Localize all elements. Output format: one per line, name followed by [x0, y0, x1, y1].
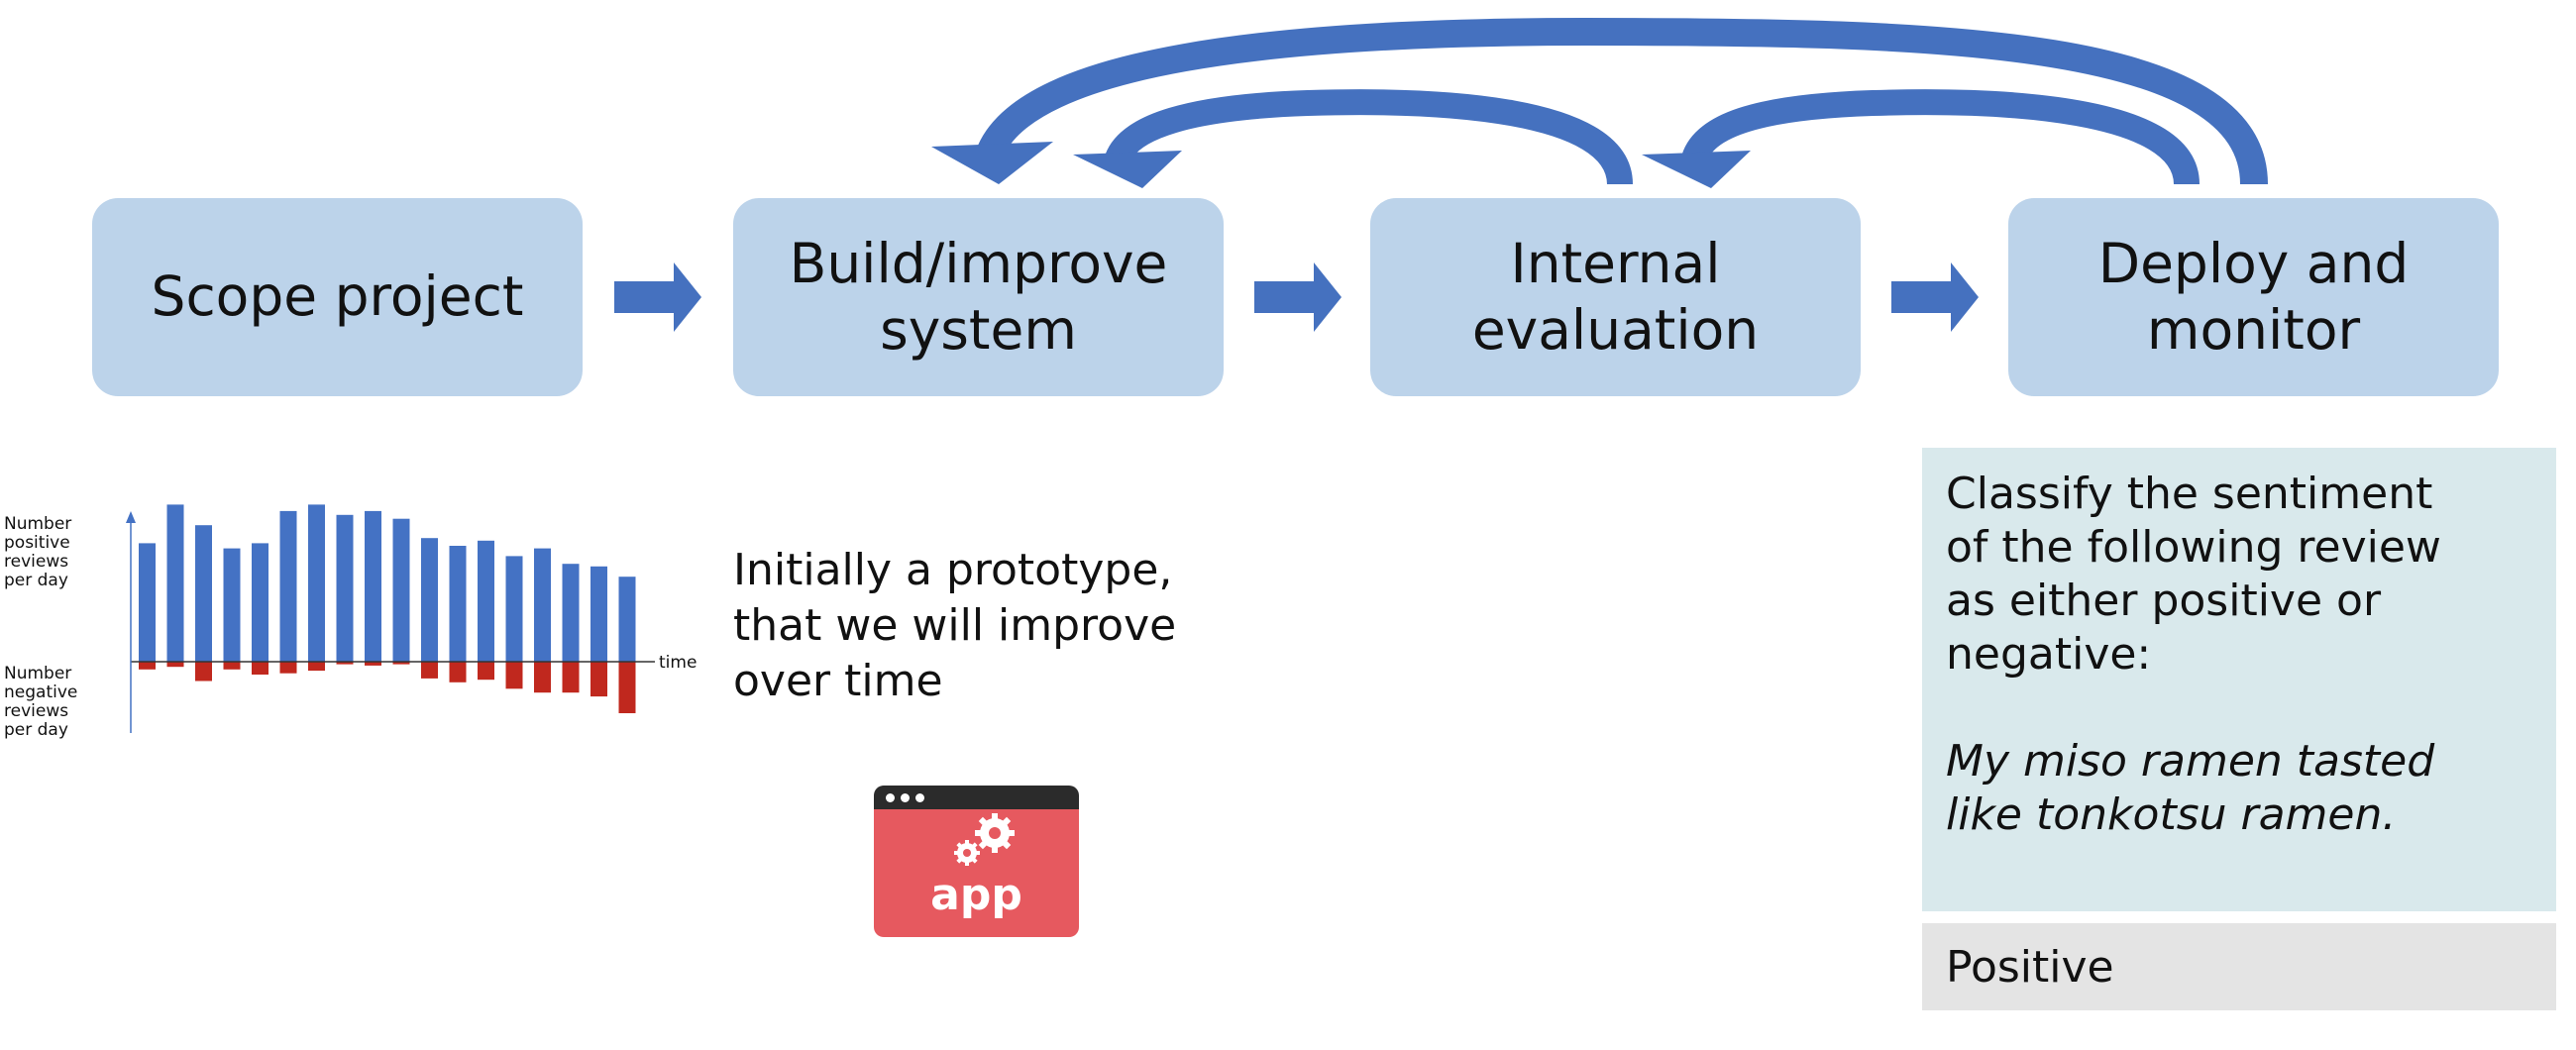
flow-arrows — [614, 262, 1979, 332]
positive-bar — [478, 540, 494, 662]
feedback-arrowhead-eval-to-build — [1073, 151, 1182, 188]
answer-box: Positive — [1922, 923, 2556, 1010]
negative-bar — [336, 662, 354, 665]
review-chart: time — [126, 504, 697, 733]
feedback-arrows — [931, 17, 2268, 188]
positive-bar — [223, 548, 241, 662]
positive-bar — [562, 564, 580, 662]
prompt-box: Classify the sentiment of the following … — [1922, 448, 2556, 911]
negative-bar — [478, 662, 494, 681]
positive-bar — [365, 510, 381, 662]
positive-bar — [392, 518, 410, 662]
x-axis-label: time — [659, 653, 697, 673]
window-dot — [901, 793, 910, 802]
negative-bar — [166, 662, 184, 668]
step-label: Scope project — [151, 264, 524, 329]
negative-bar — [279, 662, 297, 674]
negative-bar — [365, 662, 381, 666]
step-label: Build/improve system — [789, 231, 1168, 362]
negative-bar — [421, 662, 438, 679]
feedback-arrowhead-deploy-to-eval — [1642, 151, 1751, 188]
y-label-positive: Number positive reviews per day — [4, 514, 72, 590]
positive-bar — [421, 538, 438, 662]
answer-text: Positive — [1946, 941, 2114, 993]
step-label: Deploy and monitor — [2097, 231, 2410, 362]
app-window-bar — [874, 786, 1079, 809]
gears-icon — [954, 813, 1015, 866]
negative-bar — [223, 662, 241, 670]
step-deploy-and-monitor: Deploy and monitor — [2008, 198, 2499, 396]
negative-bar — [252, 662, 268, 675]
feedback-arrowhead-deploy-to-build — [931, 142, 1053, 184]
feedback-arrow-eval-to-build — [1105, 89, 1633, 186]
step-build-improve-system: Build/improve system — [733, 198, 1224, 396]
negative-bar — [505, 662, 523, 689]
negative-bar — [562, 662, 580, 693]
prompt-instruction: Classify the sentiment of the following … — [1946, 469, 2441, 680]
negative-bar — [449, 662, 467, 682]
feedback-arrow-deploy-to-build — [978, 17, 2268, 185]
negative-bar — [308, 662, 325, 672]
negative-bar — [195, 662, 212, 682]
positive-bar — [308, 504, 325, 662]
positive-bar — [252, 543, 268, 662]
negative-bar — [590, 662, 607, 697]
prototype-description: Initially a prototype, that we will impr… — [733, 545, 1177, 706]
step-internal-evaluation: Internal evaluation — [1370, 198, 1861, 396]
step-scope-project: Scope project — [92, 198, 583, 396]
positive-bar — [505, 556, 523, 662]
prompt-review-text: My miso ramen tasted like tonkotsu ramen… — [1946, 736, 2435, 840]
negative-bar — [618, 662, 636, 713]
window-dot — [915, 793, 924, 802]
positive-bar — [279, 510, 297, 662]
positive-bar — [166, 504, 184, 662]
positive-bar — [534, 548, 551, 662]
step-label: Internal evaluation — [1471, 231, 1760, 362]
right-arrow-1 — [614, 262, 701, 332]
positive-bar — [195, 525, 212, 662]
positive-bar — [449, 546, 467, 662]
app-label: app — [930, 870, 1022, 920]
y-label-negative: Number negative reviews per day — [4, 664, 78, 740]
window-dot — [886, 793, 895, 802]
right-arrow-2 — [1254, 262, 1342, 332]
app-icon: app — [874, 786, 1079, 937]
negative-bar — [139, 662, 156, 670]
negative-bar — [392, 662, 410, 665]
feedback-arrow-deploy-to-eval — [1681, 89, 2200, 186]
positive-bar — [336, 514, 354, 662]
positive-bar — [139, 543, 156, 662]
right-arrow-3 — [1891, 262, 1979, 332]
app-window-body: app — [874, 809, 1079, 937]
positive-bar — [618, 577, 636, 662]
negative-bar — [534, 662, 551, 693]
y-axis-arrow-up — [126, 511, 136, 523]
positive-bar — [590, 566, 607, 662]
